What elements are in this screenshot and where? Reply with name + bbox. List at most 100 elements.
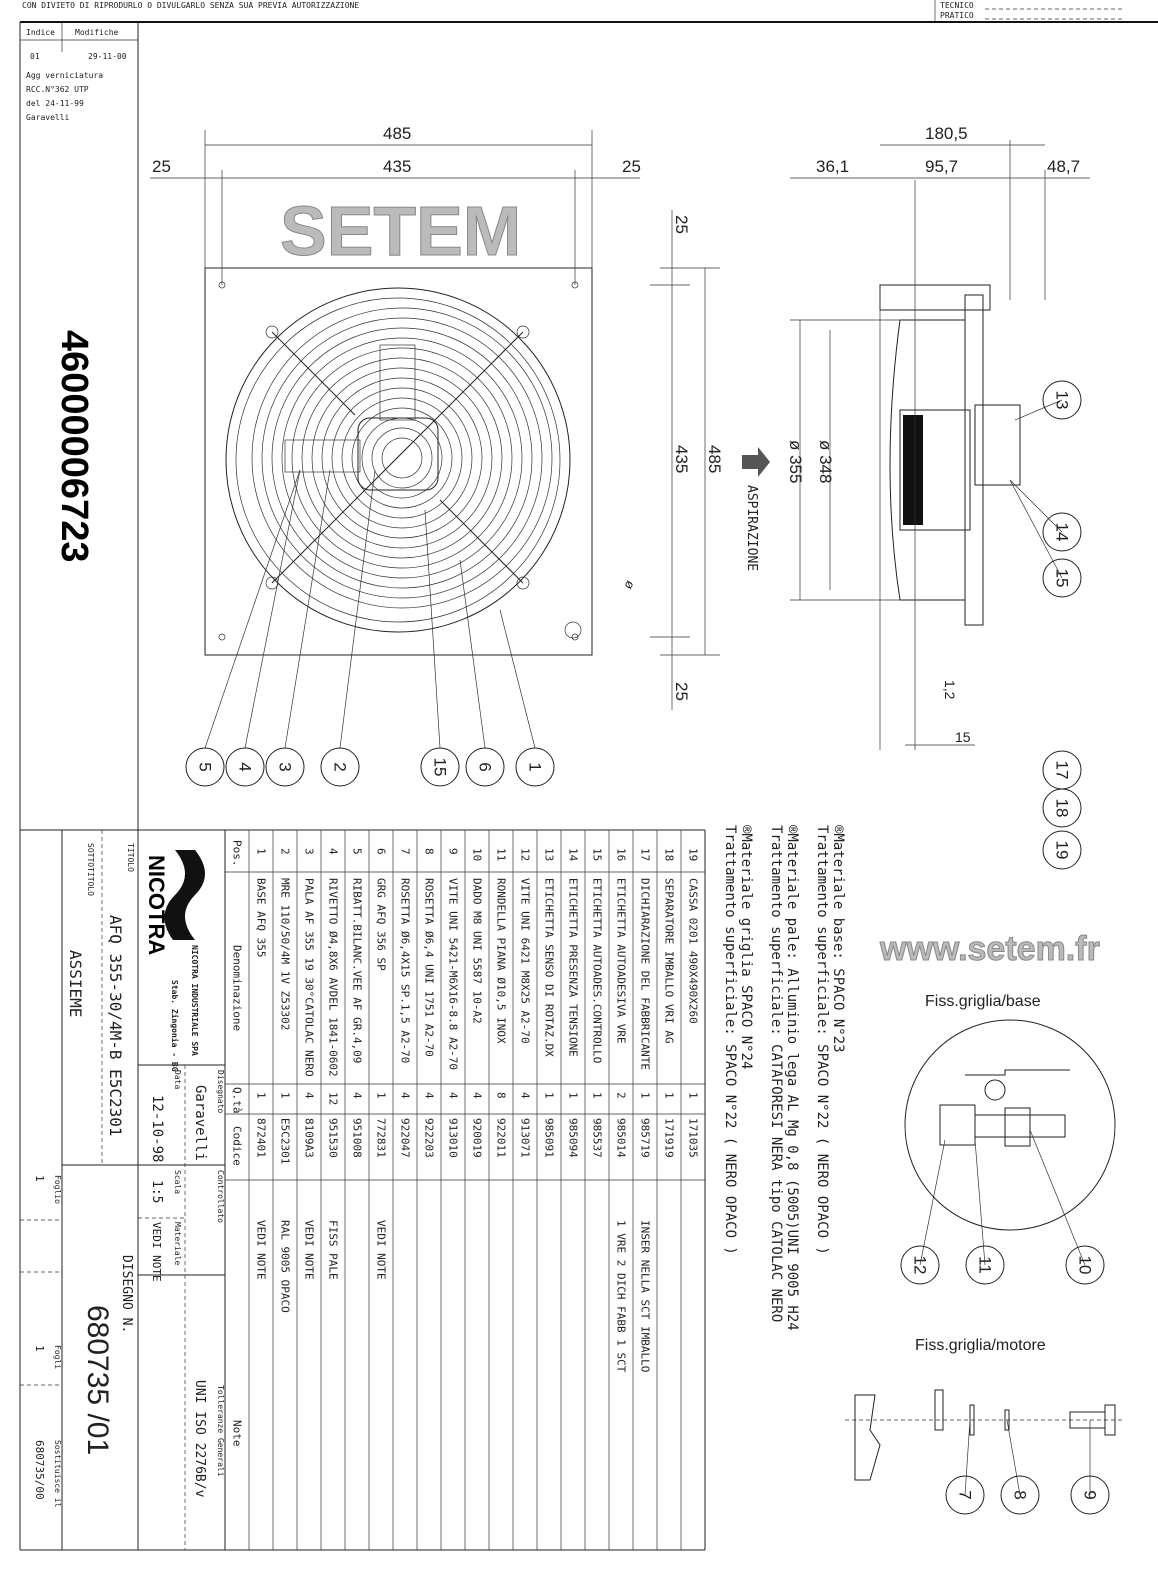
cell-code: 922203 [423, 1118, 436, 1158]
disegno-label: DISEGNO N. [119, 1255, 134, 1333]
cell-code: 985091 [543, 1118, 556, 1158]
note-line: Trattamento superficiale: CATAFORESI NER… [768, 825, 784, 1322]
balloon-label: 9 [1081, 1490, 1100, 1499]
cell-pos: 18 [663, 848, 676, 861]
revision-block: Indice Modifiche 01 29-11-00 Agg vernici… [20, 22, 138, 122]
cell-pos: 19 [687, 848, 700, 861]
dim-485: 485 [383, 124, 411, 143]
terminal-box [379, 344, 416, 421]
cell-qty: 4 [303, 1092, 316, 1099]
airflow-label: ASPIRAZIONE [744, 485, 759, 571]
note-line: ®Materiale griglia SPACO N°24 [738, 825, 754, 1069]
cell-qty: 1 [591, 1092, 604, 1099]
cell-code: 922047 [399, 1118, 412, 1158]
balloon-label: 15 [431, 758, 450, 777]
watermark-brand: SETEM [280, 192, 521, 270]
note-line: Trattamento superficiale: SPACO N°22 ( N… [722, 825, 738, 1255]
titolo-label: TITOLO [126, 843, 135, 872]
fogli-label: Fogli [53, 1345, 62, 1369]
cell-code: 171919 [663, 1118, 676, 1158]
cell-pos: 6 [375, 848, 388, 855]
cell-qty: 1 [279, 1092, 292, 1099]
tecnico-label: TECNICO [940, 1, 974, 10]
balloon-11: 11 [965, 1139, 1005, 1285]
balloon-label: 5 [196, 762, 215, 771]
cell-name: ROSETTA Ø6,4 UNI 1751 A2-70 [423, 878, 436, 1057]
cell-name: RIVETTO Ø4,8X6 AVDEL 1841-0602 [327, 878, 340, 1077]
cell-code: 985094 [567, 1118, 580, 1158]
side-flange [879, 284, 991, 311]
balloon-label: 19 [1053, 841, 1072, 860]
note-line: ®Materiale base: SPACO N°23 [830, 825, 846, 1053]
airflow-arrow-icon [742, 447, 770, 477]
cell-qty: 12 [327, 1092, 340, 1105]
balloon-label: 1 [526, 762, 545, 771]
cell-code: 872401 [255, 1118, 268, 1158]
fan-ring [225, 287, 571, 633]
dim-25-right: 25 [622, 157, 641, 176]
balloon-label: 11 [976, 1256, 995, 1274]
revision-line: Garavelli [26, 113, 70, 122]
cell-code: 922011 [495, 1118, 508, 1158]
materiale-label: Materiale [173, 1222, 182, 1266]
dim-25-left: 25 [152, 157, 171, 176]
fogli-value: 1 [33, 1345, 46, 1352]
balloon-14: 14 [1009, 479, 1082, 552]
revision-line: del 24-11-99 [26, 99, 84, 108]
balloon-8: 8 [1000, 1419, 1040, 1515]
balloon-1: 1 [499, 609, 555, 787]
nicotra-logo: NICOTRA [144, 850, 205, 955]
motor-hub [357, 417, 439, 491]
balloon-label: 2 [331, 762, 350, 771]
col-header-name: Denominazione [231, 945, 244, 1031]
cell-name: ETICHETTA AUTOADES.CONTROLLO [591, 878, 604, 1063]
balloon-label: 13 [1053, 391, 1072, 410]
cell-qty: 4 [399, 1092, 412, 1099]
company-name: NICOTRA INDUSTRIALE SPA [190, 945, 199, 1056]
materiale-value: VEDI NOTE [150, 1222, 163, 1282]
balloon-label: 15 [1053, 569, 1072, 588]
grille-ring [361, 417, 443, 499]
cell-name: DADO M8 UNI 5587 10-A2 [471, 878, 484, 1024]
detail-grille-base: Fiss.griglia/base [904, 993, 1116, 1231]
balloon-15: 15 [420, 509, 460, 787]
dim-25-bottom: 25 [672, 682, 691, 701]
cell-qty: 1 [375, 1092, 388, 1099]
dim-36-1: 36,1 [816, 157, 849, 176]
balloon-13: 13 [1014, 380, 1082, 421]
cell-name: PALA AF 355 19 30°CATOLAC NERO [303, 878, 316, 1077]
balloon-2: 2 [320, 469, 376, 787]
balloon-12: 12 [900, 1139, 946, 1285]
cell-pos: 4 [327, 848, 340, 855]
cell-pos: 12 [519, 848, 532, 861]
dim-1-2: 1,2 [942, 680, 958, 700]
title-block: NICOTRA NICOTRA INDUSTRIALE SPA Stab. Zi… [20, 830, 225, 1550]
cell-pos: 8 [423, 848, 436, 855]
revision-changes-header: Modifiche [75, 28, 119, 37]
cell-note: 1 VRE 2 DICH FABB 1 SCT [615, 1220, 628, 1373]
cell-code: 913071 [519, 1118, 532, 1158]
grille-ring [261, 317, 543, 599]
cell-name: RONDELLA PIANA Ø10,5 INOX [495, 878, 508, 1044]
scala-label: Scala [173, 1170, 182, 1194]
cell-note: FISS PALE [327, 1220, 340, 1280]
cell-note: VEDI NOTE [303, 1220, 316, 1280]
balloon-3: 3 [265, 469, 331, 787]
balloon-label: 10 [1076, 1256, 1095, 1275]
cell-qty: 4 [519, 1092, 532, 1099]
grille-bar [439, 499, 524, 584]
data-value: 12-10-98 [149, 1095, 165, 1162]
watermark-url: www.setem.fr [879, 930, 1100, 968]
grille-ring [371, 427, 433, 489]
tolleranze-value: UNI ISO 2276B/v [192, 1380, 207, 1498]
cell-pos: 16 [615, 848, 628, 861]
data-label: Data [173, 1070, 182, 1089]
cell-qty: 1 [543, 1092, 556, 1099]
